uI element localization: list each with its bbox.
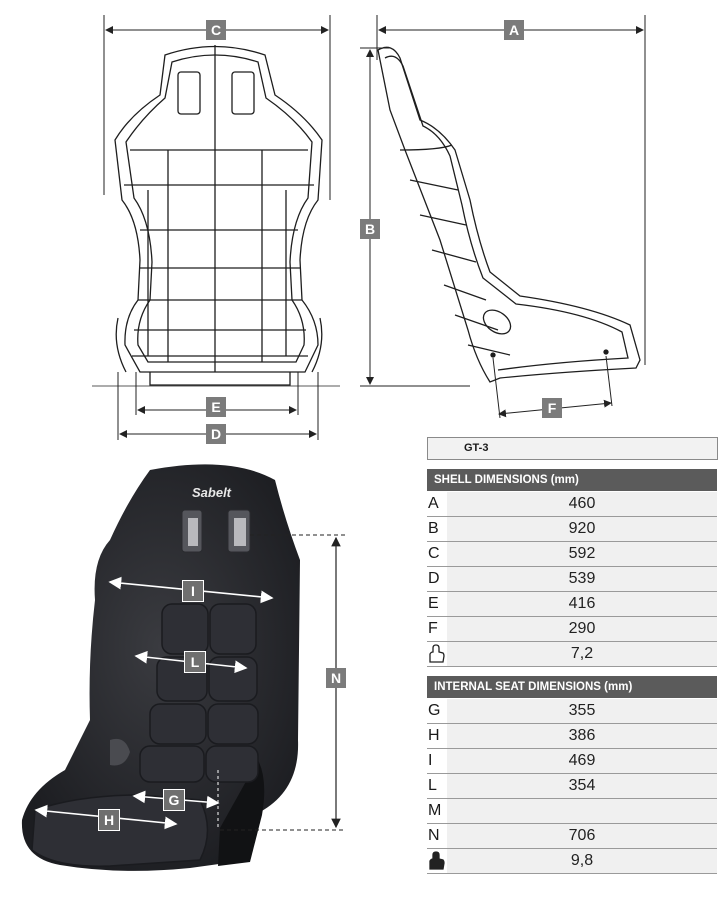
- table-row: L 354: [427, 774, 717, 799]
- table-row: D 539: [427, 567, 717, 592]
- sabelt-logo: Sabelt: [192, 485, 232, 500]
- row-key: F: [427, 617, 447, 642]
- table-row: E 416: [427, 592, 717, 617]
- row-value: [447, 799, 717, 824]
- table-row: G 355: [427, 699, 717, 724]
- table-row: 7,2: [427, 642, 717, 667]
- row-key: E: [427, 592, 447, 617]
- internal-dimensions-header: INTERNAL SEAT DIMENSIONS (mm): [427, 676, 717, 698]
- row-value: 354: [447, 774, 717, 799]
- row-value: 469: [447, 749, 717, 774]
- side-view-drawing: [377, 46, 641, 383]
- row-key: I: [427, 749, 447, 774]
- row-value: 460: [447, 492, 717, 517]
- weight-filled-icon: [427, 849, 447, 874]
- table-row: 9,8: [427, 849, 717, 874]
- row-value: 539: [447, 567, 717, 592]
- row-value: 355: [447, 699, 717, 724]
- table-row: A 460: [427, 492, 717, 517]
- dim-label-e: E: [206, 397, 226, 417]
- row-value: 592: [447, 542, 717, 567]
- dim-lines-front: [92, 15, 340, 440]
- shell-dimensions-header: SHELL DIMENSIONS (mm): [427, 469, 717, 491]
- seat-photo: [21, 464, 301, 871]
- row-key: M: [427, 799, 447, 824]
- row-key: L: [427, 774, 447, 799]
- row-value: 920: [447, 517, 717, 542]
- dim-label-b: B: [360, 219, 380, 239]
- internal-dimensions-title: INTERNAL SEAT DIMENSIONS (mm): [434, 681, 633, 693]
- table-row: M: [427, 799, 717, 824]
- dim-label-c: C: [206, 20, 226, 40]
- dim-label-f: F: [542, 398, 562, 418]
- table-row: B 920: [427, 517, 717, 542]
- row-key: G: [427, 699, 447, 724]
- table-row: C 592: [427, 542, 717, 567]
- row-value: 706: [447, 824, 717, 849]
- front-view-drawing: [114, 45, 323, 386]
- table-row: H 386: [427, 724, 717, 749]
- dim-lines-side: [360, 15, 646, 419]
- table-row: F 290: [427, 617, 717, 642]
- row-value: 386: [447, 724, 717, 749]
- dim-label-l: L: [184, 651, 206, 673]
- row-value: 9,8: [447, 849, 717, 874]
- table-row: N 706: [427, 824, 717, 849]
- dim-label-i: I: [182, 580, 204, 602]
- dim-label-a: A: [504, 20, 524, 40]
- row-key: N: [427, 824, 447, 849]
- row-key: A: [427, 492, 447, 517]
- row-value: 7,2: [447, 642, 717, 667]
- row-key: H: [427, 724, 447, 749]
- shell-dimensions-title: SHELL DIMENSIONS (mm): [434, 474, 579, 486]
- row-key: C: [427, 542, 447, 567]
- weight-icon: [427, 642, 447, 667]
- row-value: 416: [447, 592, 717, 617]
- dim-label-g: G: [163, 789, 185, 811]
- row-key: B: [427, 517, 447, 542]
- dim-label-h: H: [98, 809, 120, 831]
- row-key: D: [427, 567, 447, 592]
- table-row: I 469: [427, 749, 717, 774]
- model-title-row: GT-3: [427, 437, 718, 460]
- dim-label-n: N: [326, 668, 346, 688]
- row-value: 290: [447, 617, 717, 642]
- dim-label-d: D: [206, 424, 226, 444]
- model-name: GT-3: [464, 442, 489, 454]
